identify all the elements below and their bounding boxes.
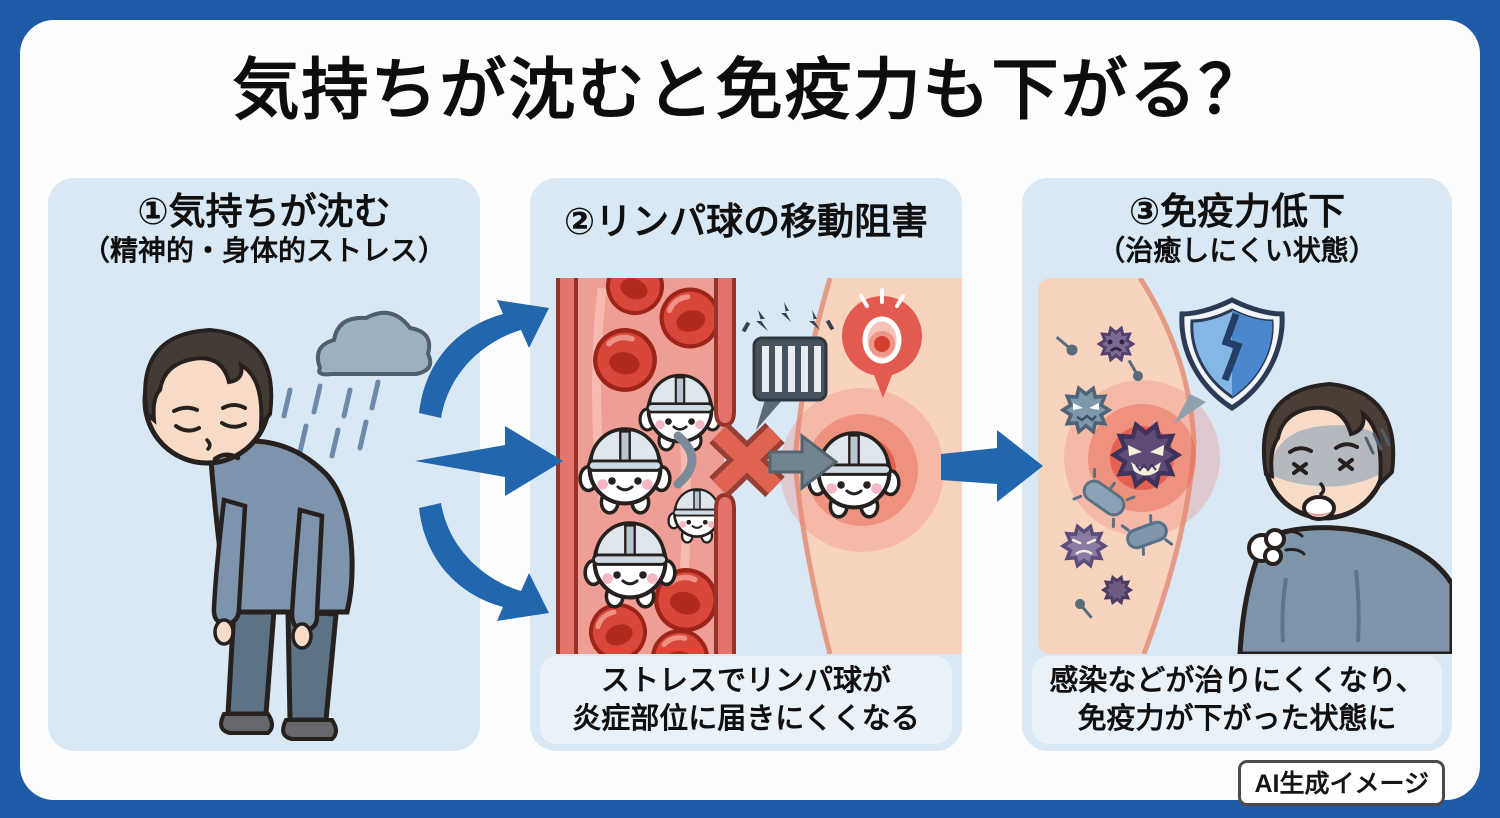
bacteria-icon [1072,467,1136,529]
stress-lines [1364,428,1391,455]
spark-bolts [741,302,835,333]
panel3-title: ③免疫力低下 [1128,191,1346,232]
panel2-caption: ストレスでリンパ球が 炎症部位に届きにくくなる [540,656,952,744]
panel1-header: ①気持ちが沈む （精神的・身体的ストレス） [48,190,480,267]
inflammation-alert-icon [842,288,922,398]
virus-germ-icon [1061,386,1111,434]
panel2-header: ②リンパ球の移動阻害 [530,190,962,244]
panel2-caption-line2: 炎症部位に届きにくくなる [572,703,920,735]
panel1-title: ①気持ちが沈む [137,191,391,232]
virus-germ-icon [1097,326,1135,362]
gray-arrow-icon [768,432,839,492]
sick-person [1237,381,1452,654]
phage-pin-icon [1075,599,1093,619]
panel-feeling-down: ①気持ちが沈む （精神的・身体的ストレス） [48,178,480,751]
panel-lymphocyte-blocked: ②リンパ球の移動阻害 [530,178,962,751]
vessel-wall-right-upper [714,278,736,428]
pained-eyes [1288,442,1359,496]
ai-generated-badge: AI生成イメージ [1238,760,1445,806]
rain-cloud-icon [281,310,433,459]
blood-vessel-illustration [556,278,962,654]
chevron-right-icon [673,431,697,489]
panel3-caption: 感染などが治りにくくなり、 免疫力が下がった状態に [1032,656,1442,744]
phage-pin-icon [1127,359,1143,381]
phage-pin-icon [1055,335,1078,356]
germ-cluster [1055,326,1178,619]
breath-puff-icon [1247,528,1306,566]
panel3-subtitle: （治癒しにくい状態） [1097,234,1377,266]
bacteria-icon [1120,514,1174,556]
blocked-gate-icon [741,302,835,430]
panel3-caption-line1: 感染などが治りにくくなり、 [1049,664,1425,697]
curved-arrow-down-icon [419,503,549,621]
virus-germ-icon [1102,575,1132,605]
curved-arrow-up-icon [419,300,549,418]
panel3-caption-line2: 免疫力が下がった状態に [1077,703,1397,735]
panel-immunity-drop: ③免疫力低下 （治癒しにくい状態） [1022,178,1452,751]
straight-arrow-icon [415,426,563,496]
vessel-wall-left [556,278,578,654]
triple-arrow-icon [415,300,563,621]
panel2-title: ②リンパ球の移動阻害 [563,201,929,242]
right-arrow-icon [941,430,1043,502]
panel3-header: ③免疫力低下 （治癒しにくい状態） [1022,190,1452,267]
panel2-caption-line1: ストレスでリンパ球が [600,664,891,697]
infection-illustration [1038,278,1452,654]
panel1-subtitle: （精神的・身体的ストレス） [81,234,446,266]
virus-germ-icon [1061,524,1107,568]
big-virus-face [1128,445,1164,476]
main-title: 気持ちが沈むと免疫力も下がる？ [232,53,1268,128]
sad-person [142,327,355,741]
x-blocked-icon [709,422,785,498]
sad-person-illustration [142,310,433,741]
broken-shield-icon [1174,297,1285,424]
vessel-wall-right-lower [714,492,736,654]
blood-vessel [556,278,736,654]
rain-drops [281,379,381,459]
